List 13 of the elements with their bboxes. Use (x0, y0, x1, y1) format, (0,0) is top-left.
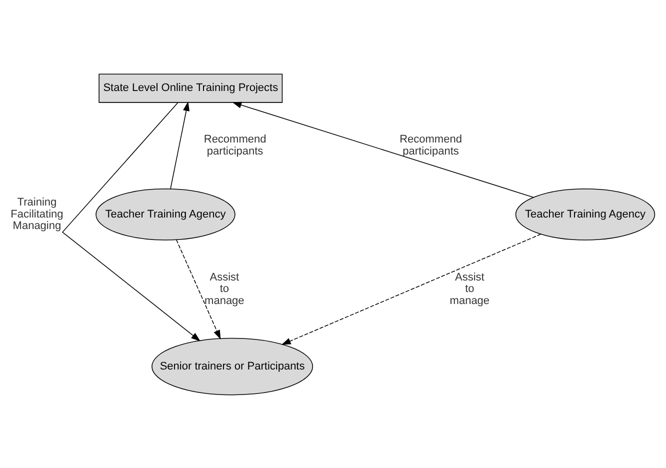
edge-label: Recommend participants (400, 133, 462, 157)
edge-label: Recommend participants (204, 133, 266, 157)
arrow (170, 100, 190, 189)
edge-label: Assist to manage (204, 270, 244, 306)
arrow (176, 238, 221, 340)
arrow (281, 233, 542, 344)
node-ellipse: Teacher Training Agency (515, 188, 656, 240)
edge-label: Training Facilitating Managing (10, 196, 64, 232)
arrow (232, 101, 534, 198)
node-ellipse: Teacher Training Agency (96, 188, 236, 240)
node-box: State Level Online Training Projects (98, 73, 283, 102)
edge-label: Assist to manage (450, 270, 490, 306)
arrow (62, 102, 200, 341)
